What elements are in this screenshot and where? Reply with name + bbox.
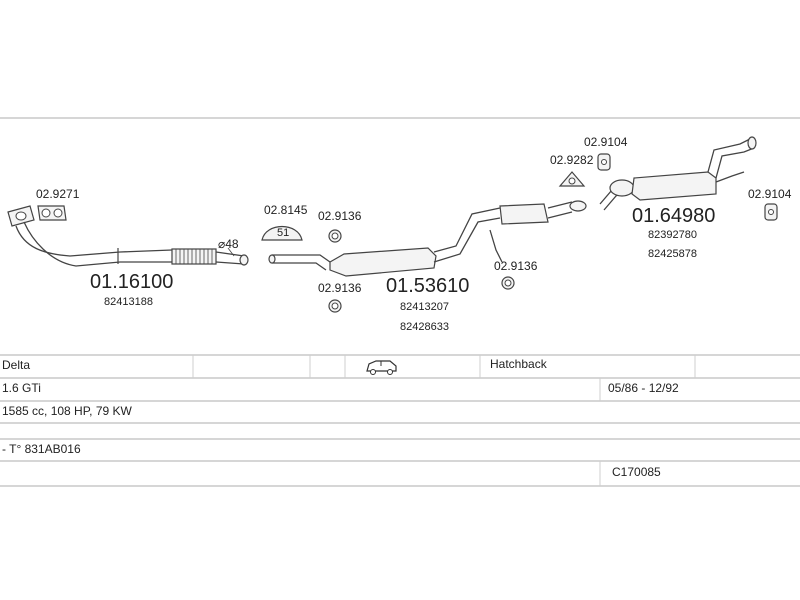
rear-muffler-part-number: 01.64980 [632,205,715,227]
vehicle-table-grid [0,354,800,487]
car-icon [366,360,397,375]
clamp-number: 02.8145 [264,203,308,217]
resonator-hanger-pipe [489,229,503,263]
middle-inlet-pipe [272,254,331,271]
catalog-number-cell: C170085 [612,465,661,479]
hanger-right-number: 02.9104 [748,187,792,201]
rear-inlet-flange [609,179,635,197]
middle-inlet-end [268,254,276,264]
middle-outlet-pipe [433,207,501,263]
front-pipe-group: ⌀48 02.9271 01.16100 82413188 [7,187,249,308]
front-pipe-lower [23,221,172,267]
diameter-leader [227,247,235,257]
front-gasket-number: 02.9271 [36,187,80,201]
ring-right-hole [504,279,512,287]
specs-cell: 1585 cc, 108 HP, 79 KW [2,404,132,418]
front-pipe-upper [15,225,173,257]
front-pipe-end [239,254,249,266]
hanger-top-hole [601,159,607,165]
middle-muffler-oem-1: 82413207 [400,301,449,313]
ring-bottom-hole [331,302,339,310]
middle-resonator [499,203,549,225]
clamp [261,226,303,241]
ring-top-hole [331,232,339,240]
engine-cell: 1.6 GTi [2,381,41,395]
front-pipe-tail [215,251,245,265]
model-cell: Delta [2,358,31,372]
rear-muffler-oem-1: 82392780 [648,229,697,241]
tail-pipe-end [747,136,757,150]
engine-code-cell: - T° 831AB016 [2,442,81,456]
front-pipe-flange-hole [15,211,27,221]
middle-muffler [329,247,437,277]
middle-outlet-flange [569,200,587,212]
flex-section [171,248,217,265]
front-gasket-hole-left [41,208,51,218]
rear-muffler-group: 02.9282 02.9104 02.9104 01.64980 8239278… [550,135,792,260]
middle-muffler-group: 02.8145 51 02.9136 02.9136 02.9136 01.53… [261,200,587,333]
hanger-top-number: 02.9104 [584,135,628,149]
years-cell: 05/86 - 12/92 [608,381,679,395]
middle-outlet-end [547,201,573,219]
middle-muffler-part-number: 01.53610 [386,275,469,297]
middle-muffler-oem-2: 82428633 [400,321,449,333]
ring-top-number: 02.9136 [318,209,362,223]
ring-bottom-number: 02.9136 [318,281,362,295]
pipe-diameter-label: ⌀48 [218,237,239,251]
ring-right-number: 02.9136 [494,259,538,273]
body-type-cell: Hatchback [490,357,547,371]
rear-muffler-oem-2: 82425878 [648,248,697,260]
rear-hanger-pipe [715,171,745,183]
rear-gasket-number: 02.9282 [550,153,594,167]
front-pipe-part-number: 01.16100 [90,271,173,293]
front-gasket-hole-right [53,208,63,218]
clamp-marking: 51 [277,227,289,239]
tail-pipe [707,137,755,179]
hanger-right-hole [768,209,774,215]
rear-gasket-hole [568,177,576,185]
rear-muffler [631,171,717,201]
front-pipe-oem-number: 82413188 [104,296,153,308]
